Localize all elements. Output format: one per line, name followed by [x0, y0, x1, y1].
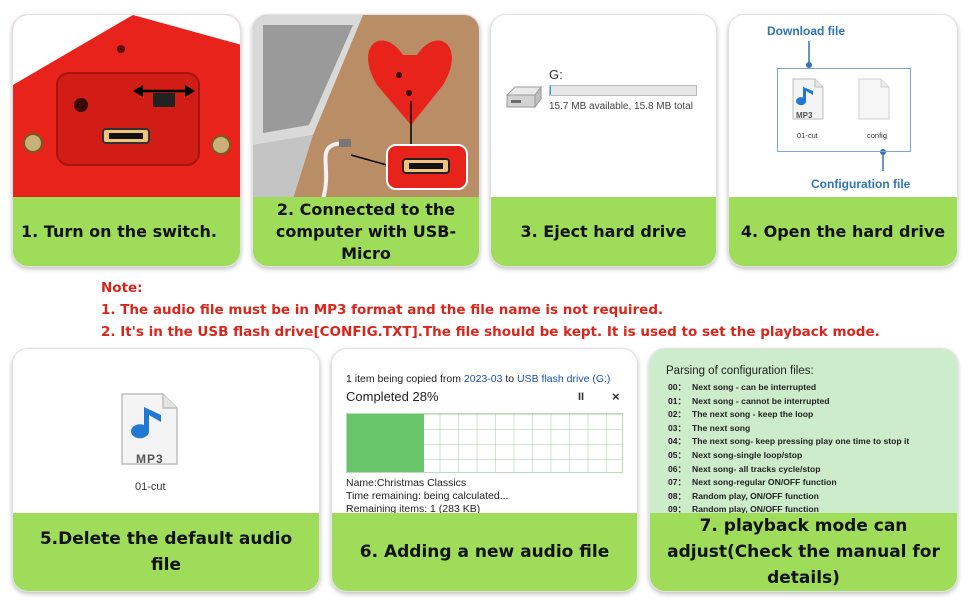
- config-panel: Parsing of configuration files: 00：Next …: [650, 349, 957, 515]
- config-file-icon[interactable]: [857, 77, 891, 121]
- drive-panel: G: 15.7 MB available, 15.8 MB total: [491, 15, 716, 199]
- copy-status-line: 1 item being copied from 2023-03 to USB …: [346, 373, 610, 385]
- step-3-caption: 3. Eject hard drive: [491, 197, 716, 266]
- config-item: 07：Next song-regular ON/OFF function: [668, 477, 837, 488]
- step-4-card: Download file MP3 01-cut config Configur…: [728, 14, 958, 267]
- file-name-01-cut: 01-cut: [797, 131, 818, 140]
- step-6-caption: 6. Adding a new audio file: [332, 513, 637, 591]
- completed-text: Completed 28%: [346, 389, 439, 404]
- callout-lines: [806, 41, 886, 171]
- copy-prefix: 1 item being copied from: [346, 373, 464, 385]
- drive-contents-box: [777, 68, 911, 152]
- file-name-01-cut: 01-cut: [135, 481, 166, 493]
- mp3-badge: MP3: [796, 111, 813, 120]
- step-5-caption: 5.Delete the default audio file: [13, 513, 319, 591]
- copy-source-link[interactable]: 2023-03: [463, 373, 503, 385]
- copy-items-line: Remaining items: 1 (283 KB): [346, 503, 481, 515]
- note-line-2: 2. It's in the USB flash drive[CONFIG.TX…: [101, 324, 880, 340]
- download-file-label: Download file: [767, 24, 845, 38]
- drive-space-text: 15.7 MB available, 15.8 MB total: [549, 101, 693, 112]
- step-7-caption: 7. playback mode can adjust(Check the ma…: [650, 513, 957, 591]
- config-item: 03：The next song: [668, 422, 751, 433]
- device-switch-photo: [13, 15, 240, 199]
- config-title: Parsing of configuration files:: [666, 365, 814, 377]
- step-2-card: 2. Connected to the computer with USB-Mi…: [252, 14, 480, 267]
- step-2-caption: 2. Connected to the computer with USB-Mi…: [253, 197, 479, 266]
- config-item: 09：Random play, ON/OFF function: [668, 504, 819, 515]
- step-1-caption: 1. Turn on the switch.: [13, 197, 240, 266]
- file-name-config: config: [867, 131, 888, 140]
- config-item: 00：Next song - can be interrupted: [668, 382, 817, 392]
- pause-button[interactable]: II: [578, 391, 585, 403]
- drive-letter: G:: [549, 67, 563, 82]
- config-item: 02：The next song - keep the loop: [668, 409, 814, 420]
- note-heading: Note:: [101, 280, 143, 296]
- copy-to-text: to: [502, 373, 518, 385]
- config-list: 00：Next song - can be interrupted 01：Nex…: [668, 381, 909, 517]
- config-item: 01：Next song - cannot be interrupted: [668, 395, 830, 406]
- step-5-card: MP3 01-cut 5.Delete the default audio fi…: [12, 348, 320, 592]
- default-file-panel: MP3 01-cut: [13, 349, 319, 515]
- note-block: Note: 1. The audio file must be in MP3 f…: [101, 277, 901, 343]
- config-item: 04：The next song- keep pressing play one…: [668, 436, 910, 447]
- copy-dest-link[interactable]: USB flash drive (G:): [517, 373, 611, 385]
- step-1-card: 1. Turn on the switch.: [12, 14, 241, 267]
- config-item: 05：Next song-single loop/stop: [668, 449, 803, 460]
- mp3-file-icon[interactable]: [119, 391, 181, 467]
- copy-progress-graph: [346, 413, 623, 473]
- config-item: 08：Random play, ON/OFF function: [668, 490, 819, 501]
- step-3-card: G: 15.7 MB available, 15.8 MB total 3. E…: [490, 14, 717, 267]
- explorer-panel: Download file MP3 01-cut config Configur…: [729, 15, 957, 199]
- config-item: 06：Next song- all tracks cycle/stop: [668, 463, 821, 474]
- copy-name-line: Name:Christmas Classics: [346, 477, 467, 489]
- mp3-file-icon[interactable]: [791, 77, 825, 121]
- drive-usage-bar: [549, 85, 697, 96]
- configuration-file-label: Configuration file: [811, 177, 911, 191]
- close-button[interactable]: ×: [612, 389, 620, 404]
- note-line-1: 1. The audio file must be in MP3 format …: [101, 302, 664, 318]
- copy-dialog: 1 item being copied from 2023-03 to USB …: [332, 349, 637, 515]
- step-7-card: Parsing of configuration files: 00：Next …: [649, 348, 958, 592]
- step-4-caption: 4. Open the hard drive: [729, 197, 957, 266]
- mp3-badge: MP3: [136, 452, 164, 466]
- copy-time-line: Time remaining: being calculated...: [346, 490, 509, 502]
- usb-drive-icon: [505, 85, 542, 109]
- usb-connection-photo: [253, 15, 479, 200]
- step-6-card: 1 item being copied from 2023-03 to USB …: [331, 348, 638, 592]
